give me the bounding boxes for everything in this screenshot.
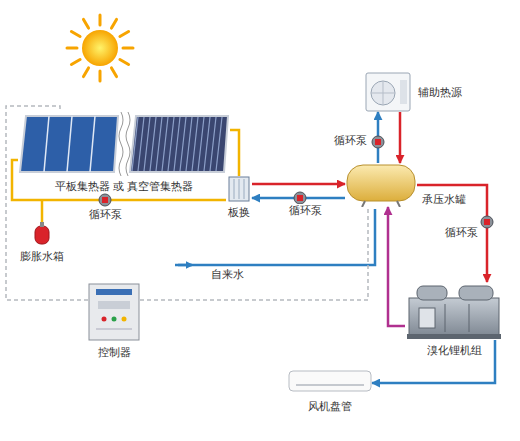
component-box: 膨胀水箱 bbox=[32, 222, 52, 246]
circulation-pump bbox=[99, 194, 111, 206]
water-pipe bbox=[372, 340, 495, 383]
control-wire bbox=[140, 207, 368, 300]
circulation-pump bbox=[294, 192, 306, 204]
component-box: 溴化锂机组 bbox=[405, 282, 503, 340]
component-icon bbox=[32, 222, 52, 246]
water-pipe bbox=[399, 112, 402, 163]
sun-ray bbox=[99, 15, 102, 25]
component-label: 控制器 bbox=[97, 346, 132, 359]
component-icon bbox=[365, 72, 411, 112]
component-icon bbox=[88, 283, 140, 341]
pump-label: 循环泵 bbox=[88, 208, 123, 221]
water-pipe bbox=[252, 183, 345, 186]
component-icon bbox=[288, 370, 372, 392]
sun-ray bbox=[112, 68, 117, 77]
pump-label: 循环泵 bbox=[333, 134, 368, 147]
component-icon bbox=[405, 282, 503, 340]
sun-ray bbox=[84, 68, 89, 77]
sun-ray bbox=[84, 19, 89, 28]
pump-label: 循环泵 bbox=[444, 226, 479, 239]
sun-ray bbox=[120, 32, 129, 37]
sun bbox=[67, 15, 133, 81]
circulation-pump bbox=[372, 136, 384, 148]
sun-ray bbox=[99, 71, 102, 81]
sun-ray bbox=[67, 47, 77, 50]
sun-ray bbox=[123, 47, 133, 50]
component-box: 平板集热器 或 真空管集热器 bbox=[18, 112, 230, 200]
expansion-pipe bbox=[41, 200, 44, 222]
sun-ray bbox=[71, 60, 80, 65]
component-label: 风机盘管 bbox=[307, 400, 353, 413]
component-label: 平板集热器 或 真空管集热器 bbox=[54, 180, 195, 193]
tap-water-arrow bbox=[178, 264, 192, 267]
tap-water-pipe bbox=[175, 209, 375, 265]
component-label: 承压水罐 bbox=[421, 193, 467, 206]
pump-label: 循环泵 bbox=[288, 204, 323, 217]
water-pipe bbox=[417, 185, 487, 282]
circulation-pump bbox=[481, 216, 493, 228]
water-pipe bbox=[230, 130, 239, 176]
component-icon bbox=[18, 112, 230, 176]
component-box: 板换 bbox=[226, 176, 252, 202]
component-label: 板换 bbox=[227, 206, 251, 219]
component-icon bbox=[226, 176, 252, 202]
pipe-label: 自来水 bbox=[210, 268, 245, 281]
water-pipe bbox=[388, 207, 405, 326]
component-label: 辅助热源 bbox=[417, 86, 463, 99]
component-label: 膨胀水箱 bbox=[19, 250, 65, 263]
component-icon bbox=[345, 163, 417, 207]
sun-ray bbox=[112, 19, 117, 28]
sun-ray bbox=[71, 32, 80, 37]
sun-ray bbox=[120, 60, 129, 65]
component-box: 承压水罐 bbox=[345, 163, 417, 207]
component-box: 风机盘管 bbox=[288, 370, 372, 392]
component-label: 溴化锂机组 bbox=[426, 344, 483, 357]
component-box: 控制器 bbox=[88, 283, 140, 341]
component-box: 辅助热源 bbox=[365, 72, 411, 112]
